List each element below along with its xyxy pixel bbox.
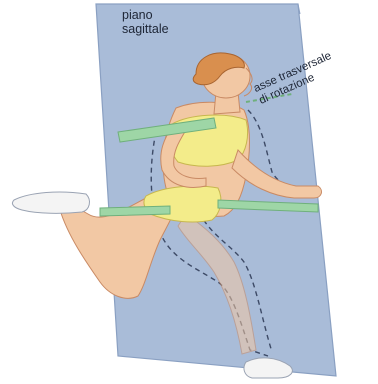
hip-axis-bar xyxy=(100,206,170,216)
plane-label: piano sagittale xyxy=(122,8,212,36)
back-shoe xyxy=(12,192,89,213)
